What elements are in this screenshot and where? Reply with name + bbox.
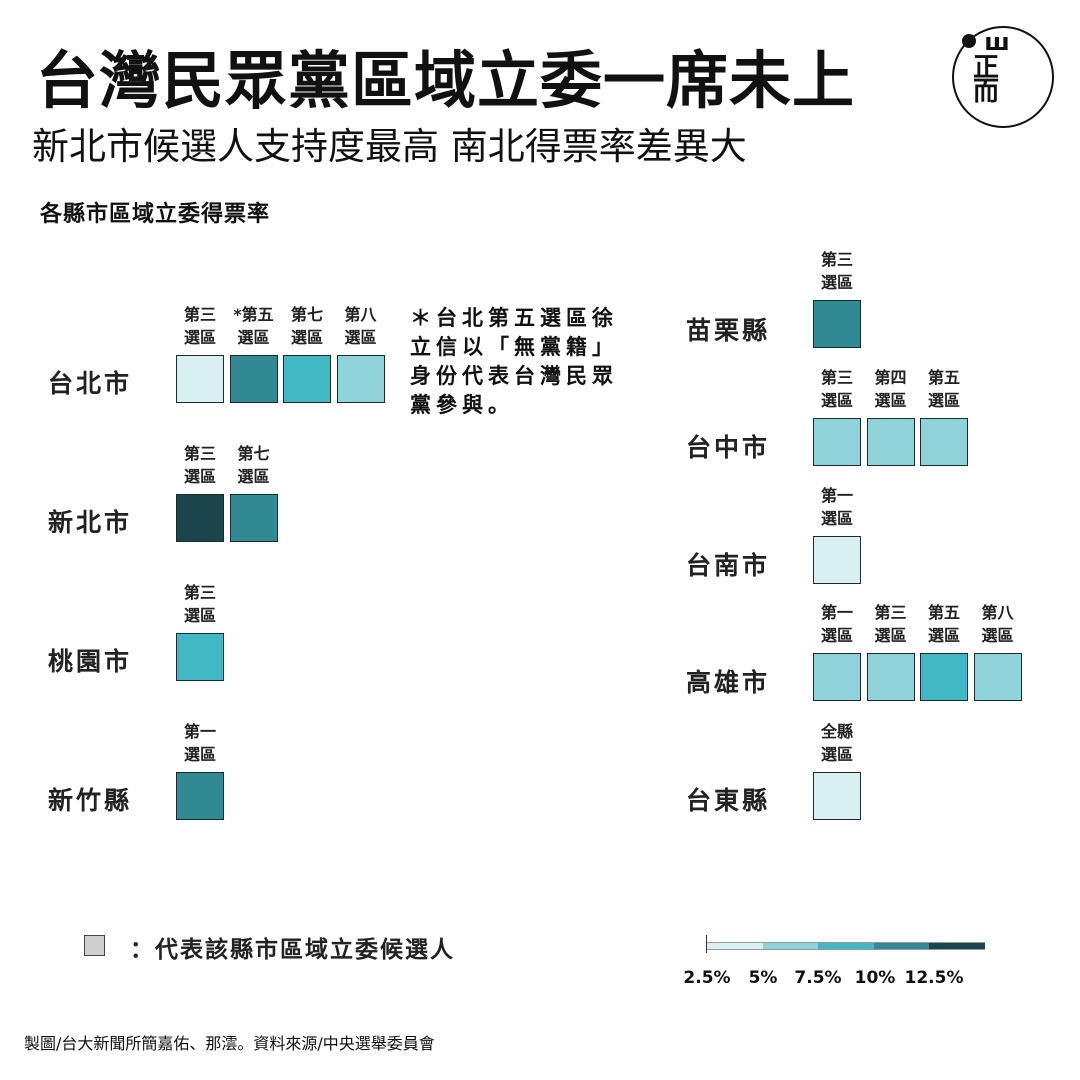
- region-label: 新北市: [48, 508, 133, 537]
- district-label: *第五選區: [233, 305, 274, 347]
- district-label: 第五選區: [927, 603, 960, 645]
- scale-segment: [818, 942, 875, 950]
- district-label: 第七選區: [237, 444, 270, 486]
- page-title: 台灣民眾黨區域立委一席未上: [36, 44, 856, 117]
- scale-tick-label: 2.5%: [683, 968, 731, 988]
- district-label: 第三選區: [820, 368, 853, 410]
- region-label: 苗栗縣: [686, 316, 771, 345]
- region-label: 新竹縣: [48, 786, 133, 815]
- logo-dot: [962, 34, 976, 48]
- district-cell: [283, 355, 331, 403]
- district-label: 第三選區: [183, 444, 216, 486]
- region-label: 台中市: [686, 433, 771, 462]
- district-label: 第三選區: [874, 603, 907, 645]
- scale-tick-label: 12.5%: [904, 968, 964, 988]
- district-cell: [176, 355, 224, 403]
- district-label: 第三選區: [183, 583, 216, 625]
- district-label: 第一選區: [820, 486, 853, 528]
- logo-line-1: ш: [984, 28, 1010, 56]
- scale-tick-label: 10%: [854, 968, 896, 988]
- region-label: 桃園市: [48, 647, 133, 676]
- district-cell: [229, 494, 278, 542]
- logo-line-2: 正而: [962, 53, 1010, 105]
- scale-segment: [707, 942, 764, 950]
- scale-segment: [873, 942, 930, 950]
- district-label: 第八選區: [344, 305, 377, 347]
- scale-tick-label: 5%: [748, 968, 778, 988]
- district-cell: [920, 653, 968, 701]
- region-label: 高雄市: [686, 668, 771, 697]
- district-label: 第五選區: [927, 368, 960, 410]
- legend-text: ：代表該縣市區域立委候選人: [130, 937, 455, 963]
- district-label: 全縣選區: [820, 722, 853, 764]
- district-cell: [920, 418, 968, 466]
- annotation-note: ＊台北第五選區徐立信以「無黨籍」身份代表台灣民眾黨參與。: [410, 306, 618, 417]
- district-cell: [336, 355, 385, 403]
- region-label: 台北市: [48, 369, 133, 398]
- district-label: 第四選區: [874, 368, 907, 410]
- brand-logo: ш 正而: [962, 28, 1010, 105]
- region-label: 台南市: [686, 551, 771, 580]
- district-cell: [176, 494, 224, 542]
- district-label: 第一選區: [183, 722, 216, 764]
- district-cell: [973, 653, 1022, 701]
- scale-tick-label: 7.5%: [794, 968, 842, 988]
- district-cell: [813, 418, 861, 466]
- district-label: 第一選區: [820, 603, 853, 645]
- page-subtitle: 新北市候選人支持度最高 南北得票率差異大: [32, 125, 747, 168]
- scale-segment: [762, 942, 819, 950]
- legend-swatch: [84, 935, 105, 956]
- district-cell: [866, 418, 915, 466]
- district-cell: [813, 772, 861, 820]
- logo-char-a: 正: [972, 53, 999, 83]
- region-label: 台東縣: [686, 786, 771, 815]
- district-cell: [813, 300, 861, 348]
- district-cell: [229, 355, 278, 403]
- chart-title: 各縣市區域立委得票率: [40, 202, 271, 227]
- district-cell: [866, 653, 915, 701]
- district-label: 第三選區: [820, 250, 853, 292]
- district-cell: [176, 772, 224, 820]
- district-cell: [176, 633, 224, 681]
- district-label: 第七選區: [290, 305, 323, 347]
- logo-ring: [952, 26, 1054, 128]
- credit-line: 製圖/台大新聞所簡嘉佑、那澐。資料來源/中央選舉委員會: [24, 1034, 435, 1053]
- district-label: 第三選區: [183, 305, 216, 347]
- district-cell: [813, 653, 861, 701]
- scale-start-mark: [706, 935, 707, 953]
- district-cell: [813, 536, 861, 584]
- logo-char-b: 而: [972, 77, 999, 107]
- district-label: 第八選區: [981, 603, 1014, 645]
- scale-segment: [929, 942, 986, 950]
